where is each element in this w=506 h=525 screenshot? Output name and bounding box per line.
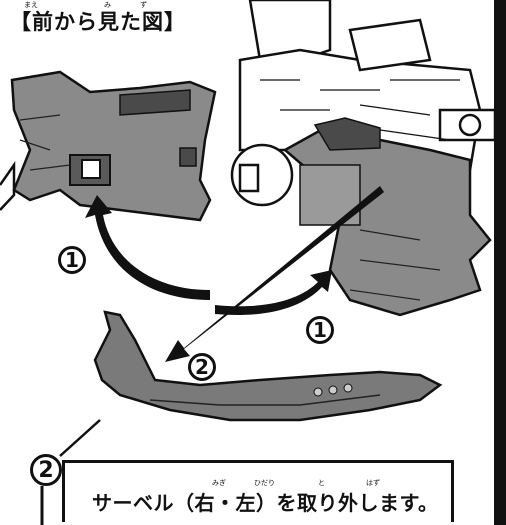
title-ruby-mae: まえ	[24, 1, 38, 9]
left-edge-bracket	[0, 161, 16, 211]
title-ruby-zu: ず	[140, 1, 147, 9]
view-title: 【前から見た図】	[10, 10, 186, 34]
step2-arrow	[165, 186, 384, 362]
title-ruby-mi: み	[104, 1, 111, 9]
step2-number-note: 2	[30, 454, 62, 486]
robot-body-details	[260, 79, 460, 141]
left-side-part	[10, 70, 217, 222]
instruction-text: サーベル（右・左）を取り外します。	[92, 491, 439, 515]
page-edge-bar	[494, 0, 506, 525]
step2-leader-line	[59, 419, 101, 457]
step1-arrow-left	[85, 195, 210, 300]
ruby-to: と	[318, 479, 325, 487]
ruby-hazu: はず	[366, 479, 380, 487]
step1-arrow-right	[215, 270, 332, 315]
instruction-box	[62, 460, 454, 522]
step2-number-arrow: 2	[188, 353, 216, 381]
saber-part	[93, 310, 443, 422]
ruby-hidari: ひだり	[254, 479, 275, 487]
step1-number-right: 1	[306, 316, 334, 344]
step1-number-left: 1	[58, 246, 86, 274]
ruby-migi: みぎ	[212, 479, 226, 487]
